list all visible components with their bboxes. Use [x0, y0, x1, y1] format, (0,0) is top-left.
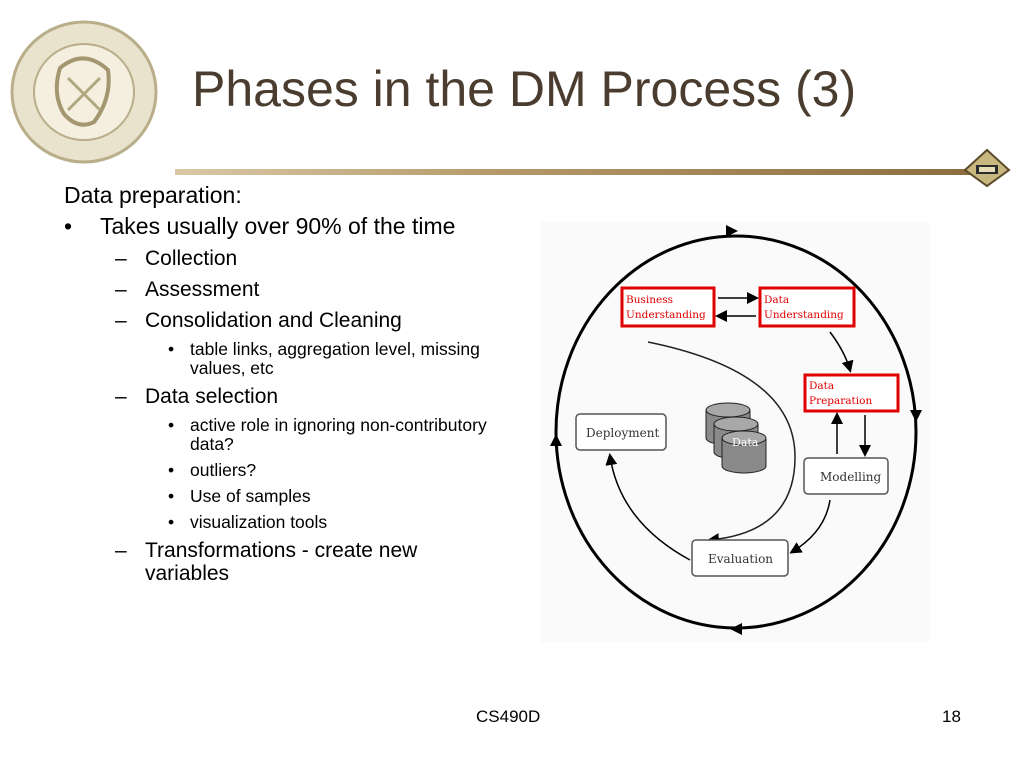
cycle-arrow-left	[550, 434, 562, 446]
subsubbullet-visualization: visualization tools	[64, 513, 504, 533]
slide-body: Data preparation: Takes usually over 90%…	[64, 182, 504, 593]
cycle-arrow-top	[726, 225, 738, 237]
subsubbullet-outliers: outliers?	[64, 461, 504, 481]
subsubbullet-samples: Use of samples	[64, 487, 504, 507]
modelling-box	[803, 457, 889, 495]
title-divider	[175, 169, 975, 175]
business-understanding-label-1: Business	[626, 294, 673, 306]
data-label: Data	[732, 436, 759, 449]
university-seal-logo	[10, 20, 158, 164]
data-preparation-box	[803, 373, 900, 413]
business-understanding-box	[620, 286, 716, 328]
heading-data-preparation: Data preparation:	[64, 182, 242, 208]
footer-course: CS490D	[476, 707, 541, 726]
bullet-takes-time: Takes usually over 90% of the time	[64, 214, 504, 240]
modelling-label: Modelling	[820, 470, 882, 484]
subbullet-consolidation: Consolidation and Cleaning	[64, 309, 504, 332]
crisp-dm-diagram: Business Understanding Data Understandin…	[540, 222, 930, 642]
footer-page-number: 18	[942, 707, 961, 726]
subbullet-collection: Collection	[64, 247, 504, 270]
evaluation-box	[691, 539, 789, 577]
cycle-arrow-right	[910, 410, 922, 422]
evaluation-label: Evaluation	[708, 552, 773, 566]
data-understanding-label-1: Data	[764, 294, 789, 306]
subsubbullet-table-links: table links, aggregation level, missing …	[64, 340, 504, 378]
data-preparation-label-1: Data	[809, 380, 834, 392]
deployment-label: Deployment	[586, 426, 659, 440]
data-understanding-box	[758, 286, 856, 328]
business-understanding-label-2: Understanding	[626, 309, 706, 321]
subbullet-data-selection: Data selection	[64, 385, 504, 408]
slide-title: Phases in the DM Process (3)	[192, 61, 857, 117]
data-preparation-label-2: Preparation	[809, 395, 872, 407]
cycle-arrow-bottom	[730, 623, 742, 635]
deployment-box	[575, 413, 667, 451]
subbullet-assessment: Assessment	[64, 278, 504, 301]
data-cylinders-icon	[705, 402, 767, 474]
purdue-corner-logo	[963, 148, 1011, 188]
data-understanding-label-2: Understanding	[764, 309, 844, 321]
subbullet-transformations: Transformations - create new variables	[64, 539, 504, 585]
subsubbullet-active-role: active role in ignoring non-contributory…	[64, 416, 504, 454]
inner-arc	[647, 341, 796, 546]
